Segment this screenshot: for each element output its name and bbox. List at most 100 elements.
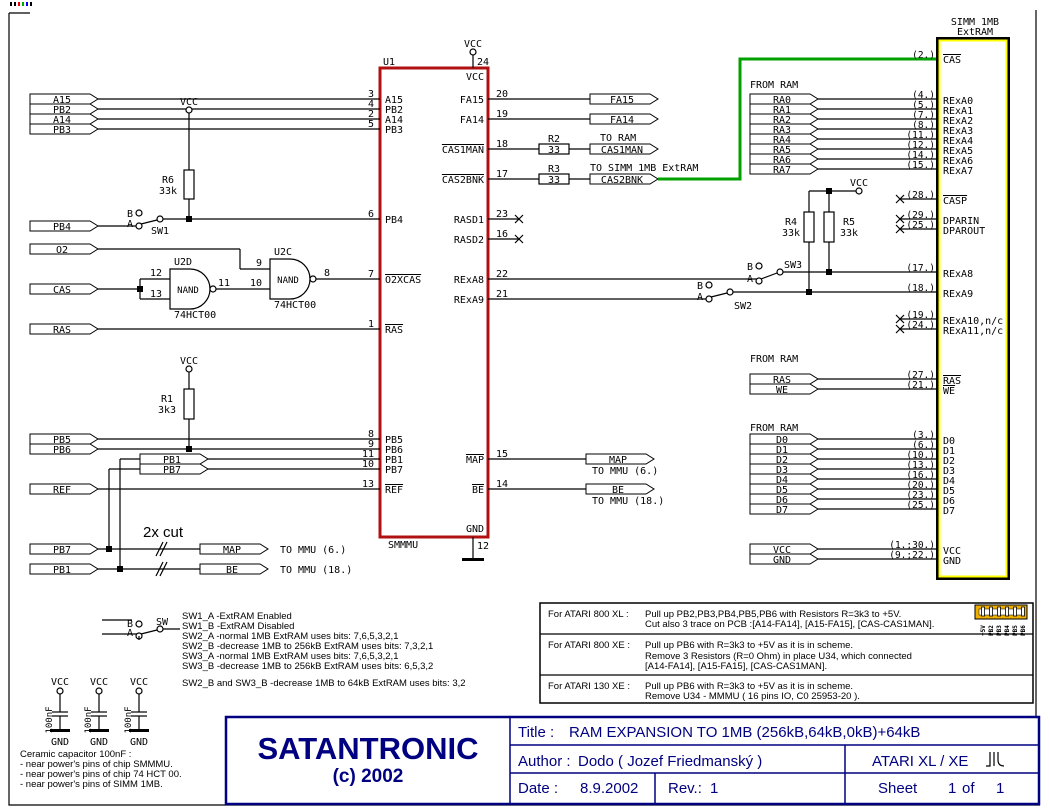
simm-pin-label: RExA3 — [943, 126, 973, 137]
switch-b-label: B — [127, 209, 133, 220]
port-map: MAP — [585, 453, 655, 466]
port-ram-data: D0 — [749, 433, 819, 446]
u1-pin-label: O2XCAS — [385, 275, 421, 286]
simm-pin-label: WE — [943, 386, 955, 397]
junction-dot — [117, 566, 123, 572]
resistor-value: 33k — [840, 228, 858, 239]
u1-pin-label: PB5 — [385, 435, 403, 446]
sheet-marker — [18, 2, 20, 6]
port-shape — [29, 483, 99, 495]
simm-pin-label: RExA11,n/c — [943, 326, 1003, 337]
u1-pin-label: PB4 — [385, 215, 403, 226]
port-label: FA14 — [610, 115, 634, 126]
simm-pin-label: D7 — [943, 506, 955, 517]
simm-pin-number: (6.) — [912, 440, 935, 451]
resistor-ref: R3 — [548, 164, 560, 175]
notes-line: Pull up PB6 with R=3k3 to +5V as it is i… — [645, 640, 853, 651]
port-shape — [749, 463, 819, 475]
cut-label: 2x cut — [143, 524, 184, 541]
simm-pin-label: VCC — [943, 546, 961, 557]
switch-lever — [140, 219, 158, 225]
simm-pin-number: (16.) — [906, 470, 935, 481]
connector-pin-label: PB2 — [988, 625, 995, 636]
simm-pin-number: (27.) — [906, 370, 935, 381]
switch-lever — [710, 292, 728, 298]
notes-line: Remove U34 - MMMU ( 16 pins IO, C0 25953… — [645, 691, 860, 702]
port-o2: O2 — [29, 243, 99, 256]
port-label: D1 — [776, 445, 788, 456]
connector-pin — [1021, 606, 1025, 617]
gate-pin-number: 9 — [256, 258, 262, 269]
simm-pin-label: RExA6 — [943, 156, 973, 167]
port-label: BE — [612, 485, 624, 496]
vcc-symbol — [855, 187, 863, 195]
u1-pin-number: 11 — [362, 449, 374, 460]
u1-pin-number: 4 — [368, 99, 374, 110]
legend-line: SW1_B -ExtRAM Disabled — [182, 621, 294, 632]
switch-lever — [760, 272, 778, 280]
u1-pin-label: RAS — [385, 325, 403, 336]
sheet-label: Sheet — [878, 780, 918, 797]
simm-pin-number: (10.) — [906, 450, 935, 461]
sheet-marker — [30, 2, 32, 6]
author-label: Author : — [518, 753, 571, 770]
port-shape — [139, 463, 209, 475]
simm-pin-number: (2.) — [912, 50, 935, 61]
port-label: RA7 — [773, 165, 791, 176]
port-shape — [199, 543, 269, 555]
legend-line: SW2_B -decrease 1MB to 256kB ExtRAM uses… — [182, 641, 433, 652]
drawing-title: RAM EXPANSION TO 1MB (256kB,64kB,0kB)+64… — [569, 724, 920, 741]
port-label: RA5 — [773, 145, 791, 156]
notes-line: Cut also 3 trace on PCB :[A14-FA14], [A1… — [645, 619, 934, 630]
port-ram-ra: RA4 — [749, 133, 819, 146]
port-shape — [749, 473, 819, 485]
switch-contact-b — [755, 262, 763, 270]
port-shape — [749, 543, 819, 555]
port-shape — [749, 123, 819, 135]
u1-pin-number: 5 — [368, 119, 374, 130]
port-ref: REF — [29, 483, 99, 496]
switch-b-label: B — [697, 281, 703, 292]
port-shape — [29, 103, 99, 115]
port-ram-ra: RA7 — [749, 163, 819, 176]
u1-pin-label: PB6 — [385, 445, 403, 456]
port-shape — [29, 123, 99, 135]
port-label: D0 — [776, 435, 788, 446]
port-ram-ctrl: RAS — [749, 373, 819, 386]
port-label: RAS — [53, 325, 71, 336]
u1-pin-number: 20 — [496, 89, 508, 100]
simm-pin-number: (29.) — [906, 210, 935, 221]
switch-contact-a — [705, 295, 713, 303]
port-ram-data: D4 — [749, 473, 819, 486]
u1-pin-number: 14 — [496, 479, 508, 490]
u1-pin-label: FA15 — [460, 95, 484, 106]
vcc-label: VCC — [180, 356, 198, 367]
no-connect-icon — [895, 224, 905, 234]
u1-pin-number: 23 — [496, 209, 508, 220]
switch-pivot — [156, 215, 164, 223]
from-ram-label: FROM RAM — [750, 423, 798, 434]
port-shape — [29, 543, 99, 555]
switch-contact-b — [135, 209, 143, 217]
port-shape — [749, 163, 819, 175]
port-fa14: FA14 — [589, 113, 659, 126]
port-label: PB6 — [53, 445, 71, 456]
switch-ref: SW2 — [734, 301, 752, 312]
port-shape — [29, 433, 99, 445]
port-label: PB1 — [53, 565, 71, 576]
gate-type: NAND — [177, 286, 199, 296]
simm-pin-number: (12.) — [906, 140, 935, 151]
simm-pin-label: RExA9 — [943, 289, 973, 300]
title-block — [224, 715, 1041, 806]
legend-line: SW2_A -normal 1MB ExtRAM uses bits: 7,6,… — [182, 631, 398, 642]
notes-label: For ATARI 800 XE : — [548, 640, 630, 651]
port-label: RA0 — [773, 95, 791, 106]
port-ram-ra: RA3 — [749, 123, 819, 136]
switch-a-label: A — [747, 274, 753, 285]
port-label: CAS1MAN — [601, 145, 643, 156]
simm-pin-number: (13.) — [906, 460, 935, 471]
port-pb6: PB6 — [29, 443, 99, 456]
u1-vcc-pin-label: VCC — [466, 72, 484, 83]
u1-pin-label: RExA8 — [454, 275, 484, 286]
